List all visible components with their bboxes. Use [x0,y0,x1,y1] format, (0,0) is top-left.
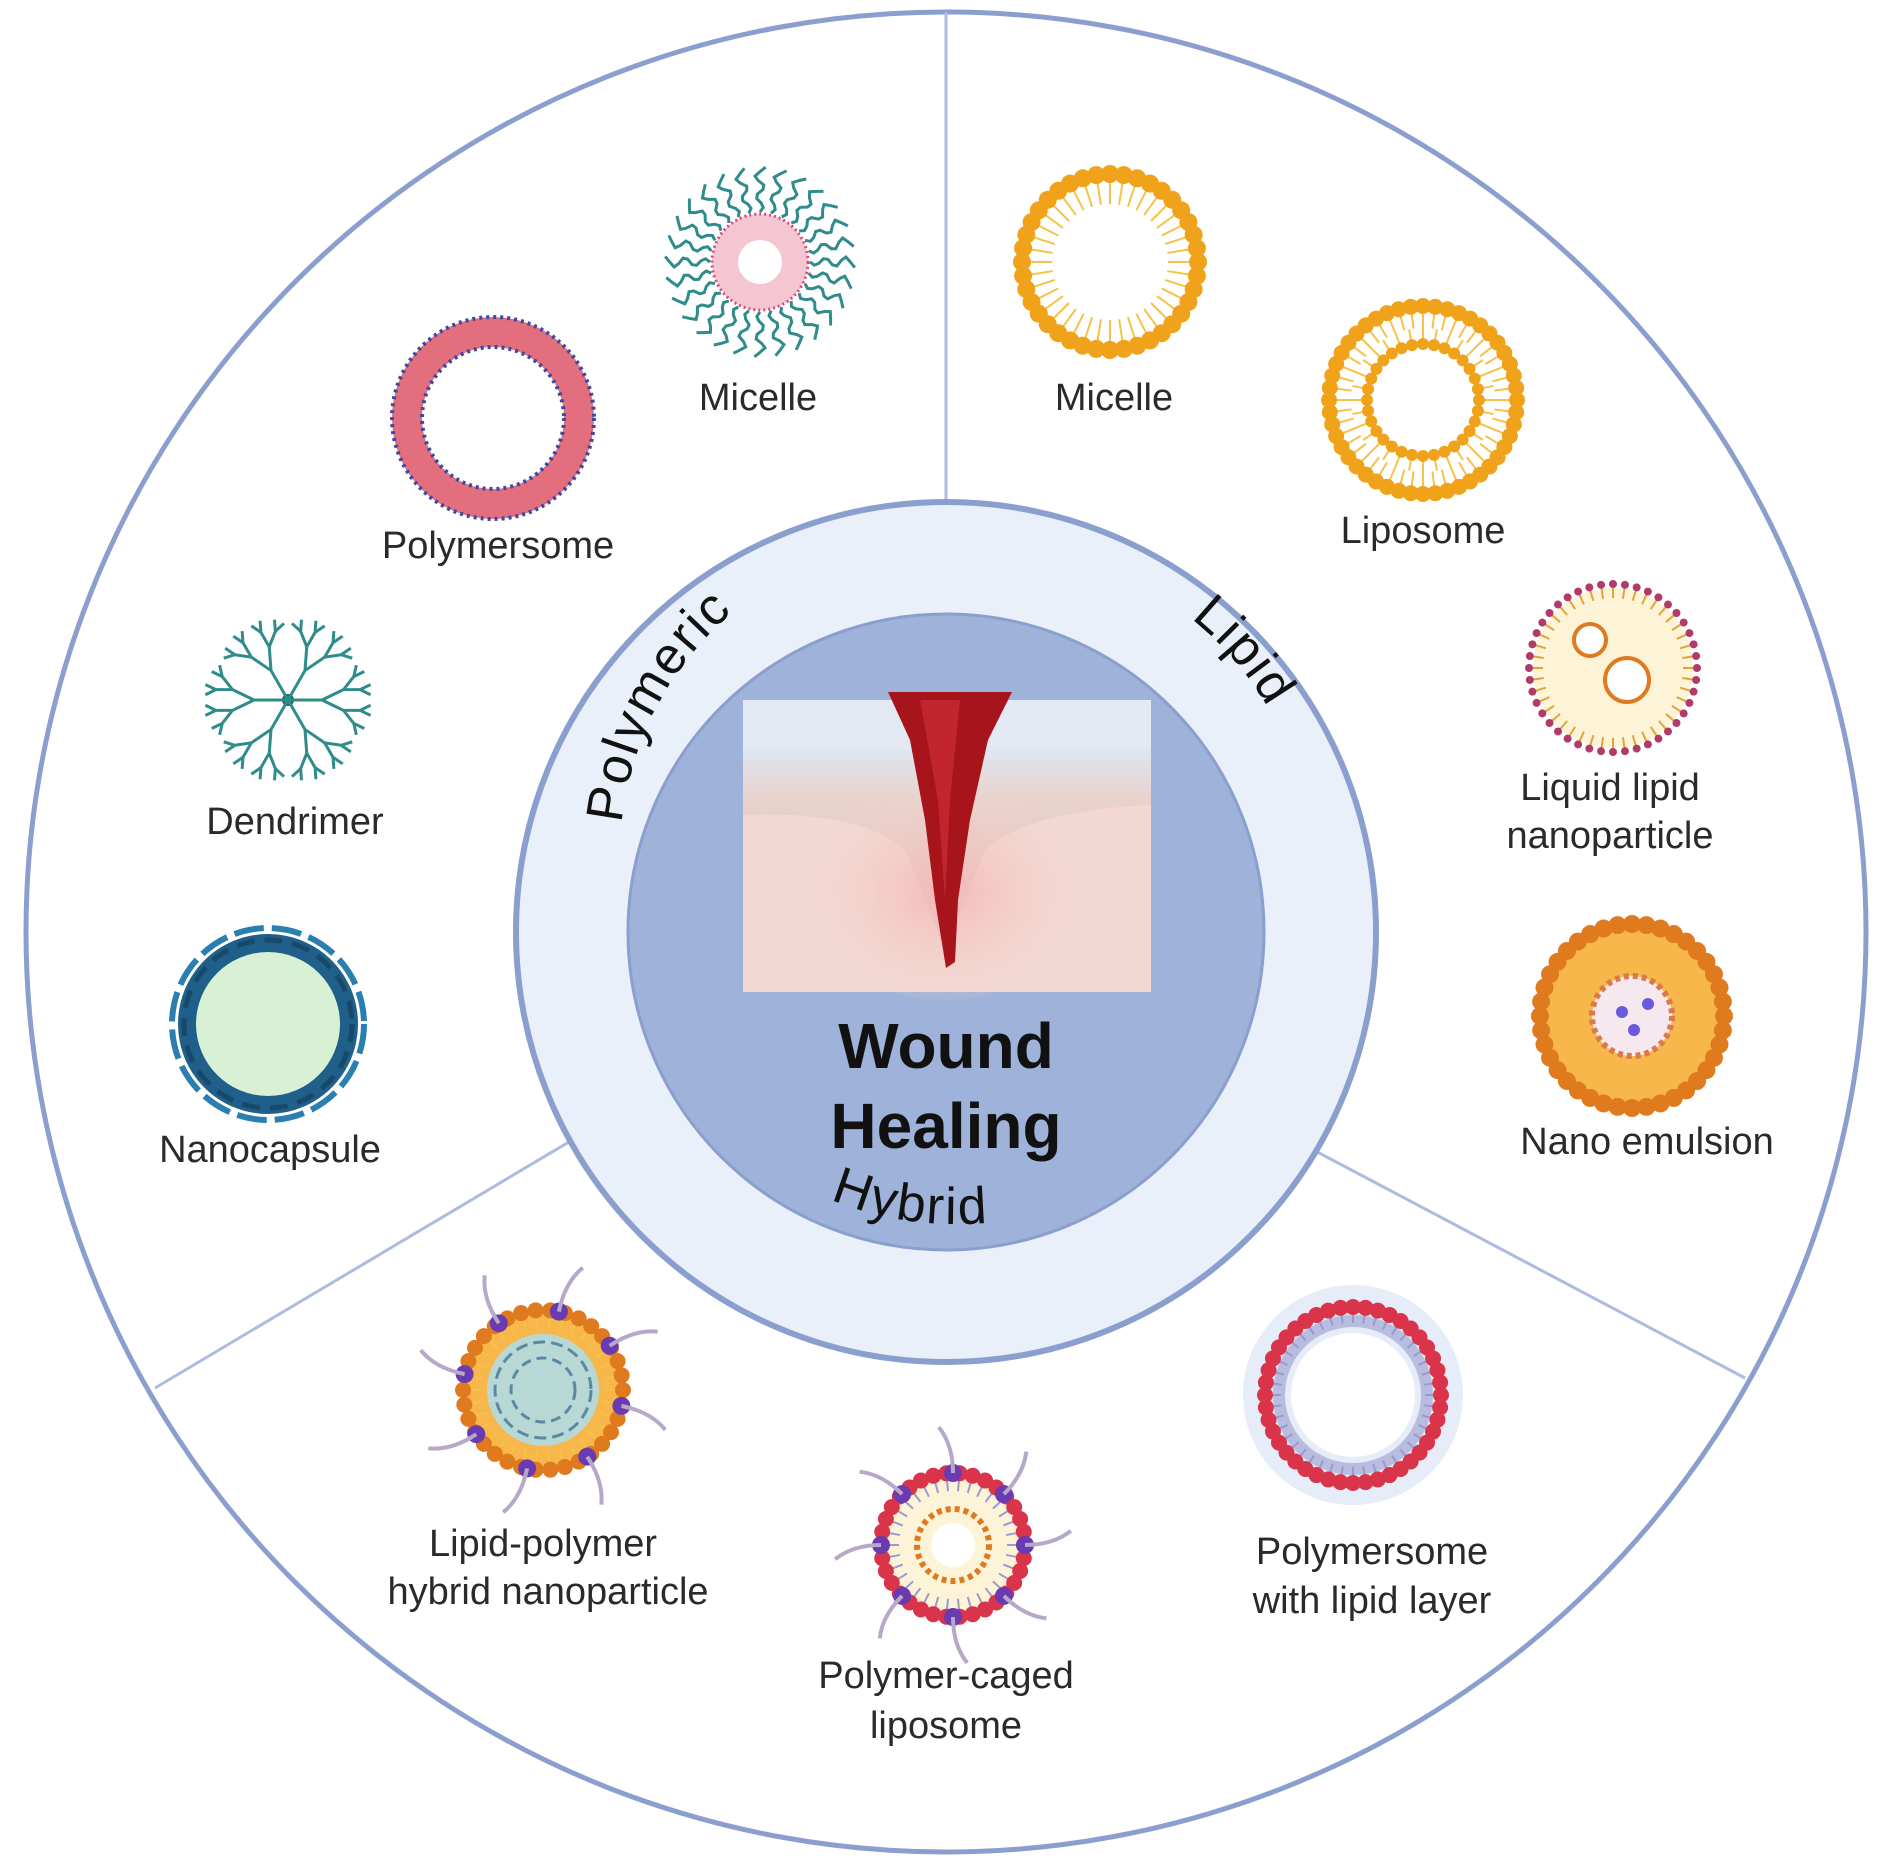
dendrimer-label: Dendrimer [206,801,384,843]
lph-label-line2: hybrid nanoparticle [387,1571,708,1613]
center-title-line1: Wound [838,1010,1054,1082]
center-title-line2: Healing [830,1090,1061,1162]
lph-label-line1: Lipid-polymer [429,1523,657,1565]
nano-emulsion-label: Nano emulsion [1520,1121,1773,1163]
pwl-label-line2: with lipid layer [1252,1580,1492,1622]
polymersome-icon [390,315,596,521]
liposome-icon [1321,298,1525,502]
wound-illustration [743,692,1151,1000]
nanocapsule-label: Nanocapsule [159,1129,381,1171]
pwl-label-line1: Polymersome [1256,1531,1488,1573]
pcl-label-line2: liposome [870,1705,1022,1747]
polymeric-micelle-icon [664,166,856,358]
polymersome-label: Polymersome [382,525,614,567]
liquid-lipid-label-line2: nanoparticle [1506,815,1713,857]
lipid-micelle-label: Micelle [1055,377,1173,419]
liposome-label: Liposome [1341,510,1506,552]
polymeric-micelle-label: Micelle [699,377,817,419]
dendrimer-icon [204,619,372,781]
liquid-lipid-label-line1: Liquid lipid [1520,767,1700,809]
pcl-label-line1: Polymer-caged [818,1655,1074,1697]
nanocapsule-icon [169,925,367,1123]
polymer-caged-liposome-icon [833,1425,1073,1665]
lipid-polymer-hybrid-icon [419,1266,667,1514]
polymersome-lipid-layer-icon [1243,1285,1463,1505]
lipid-micelle-icon [1013,165,1207,359]
liquid-lipid-nanoparticle-icon [1525,580,1701,756]
nano-emulsion-icon [1531,915,1733,1117]
